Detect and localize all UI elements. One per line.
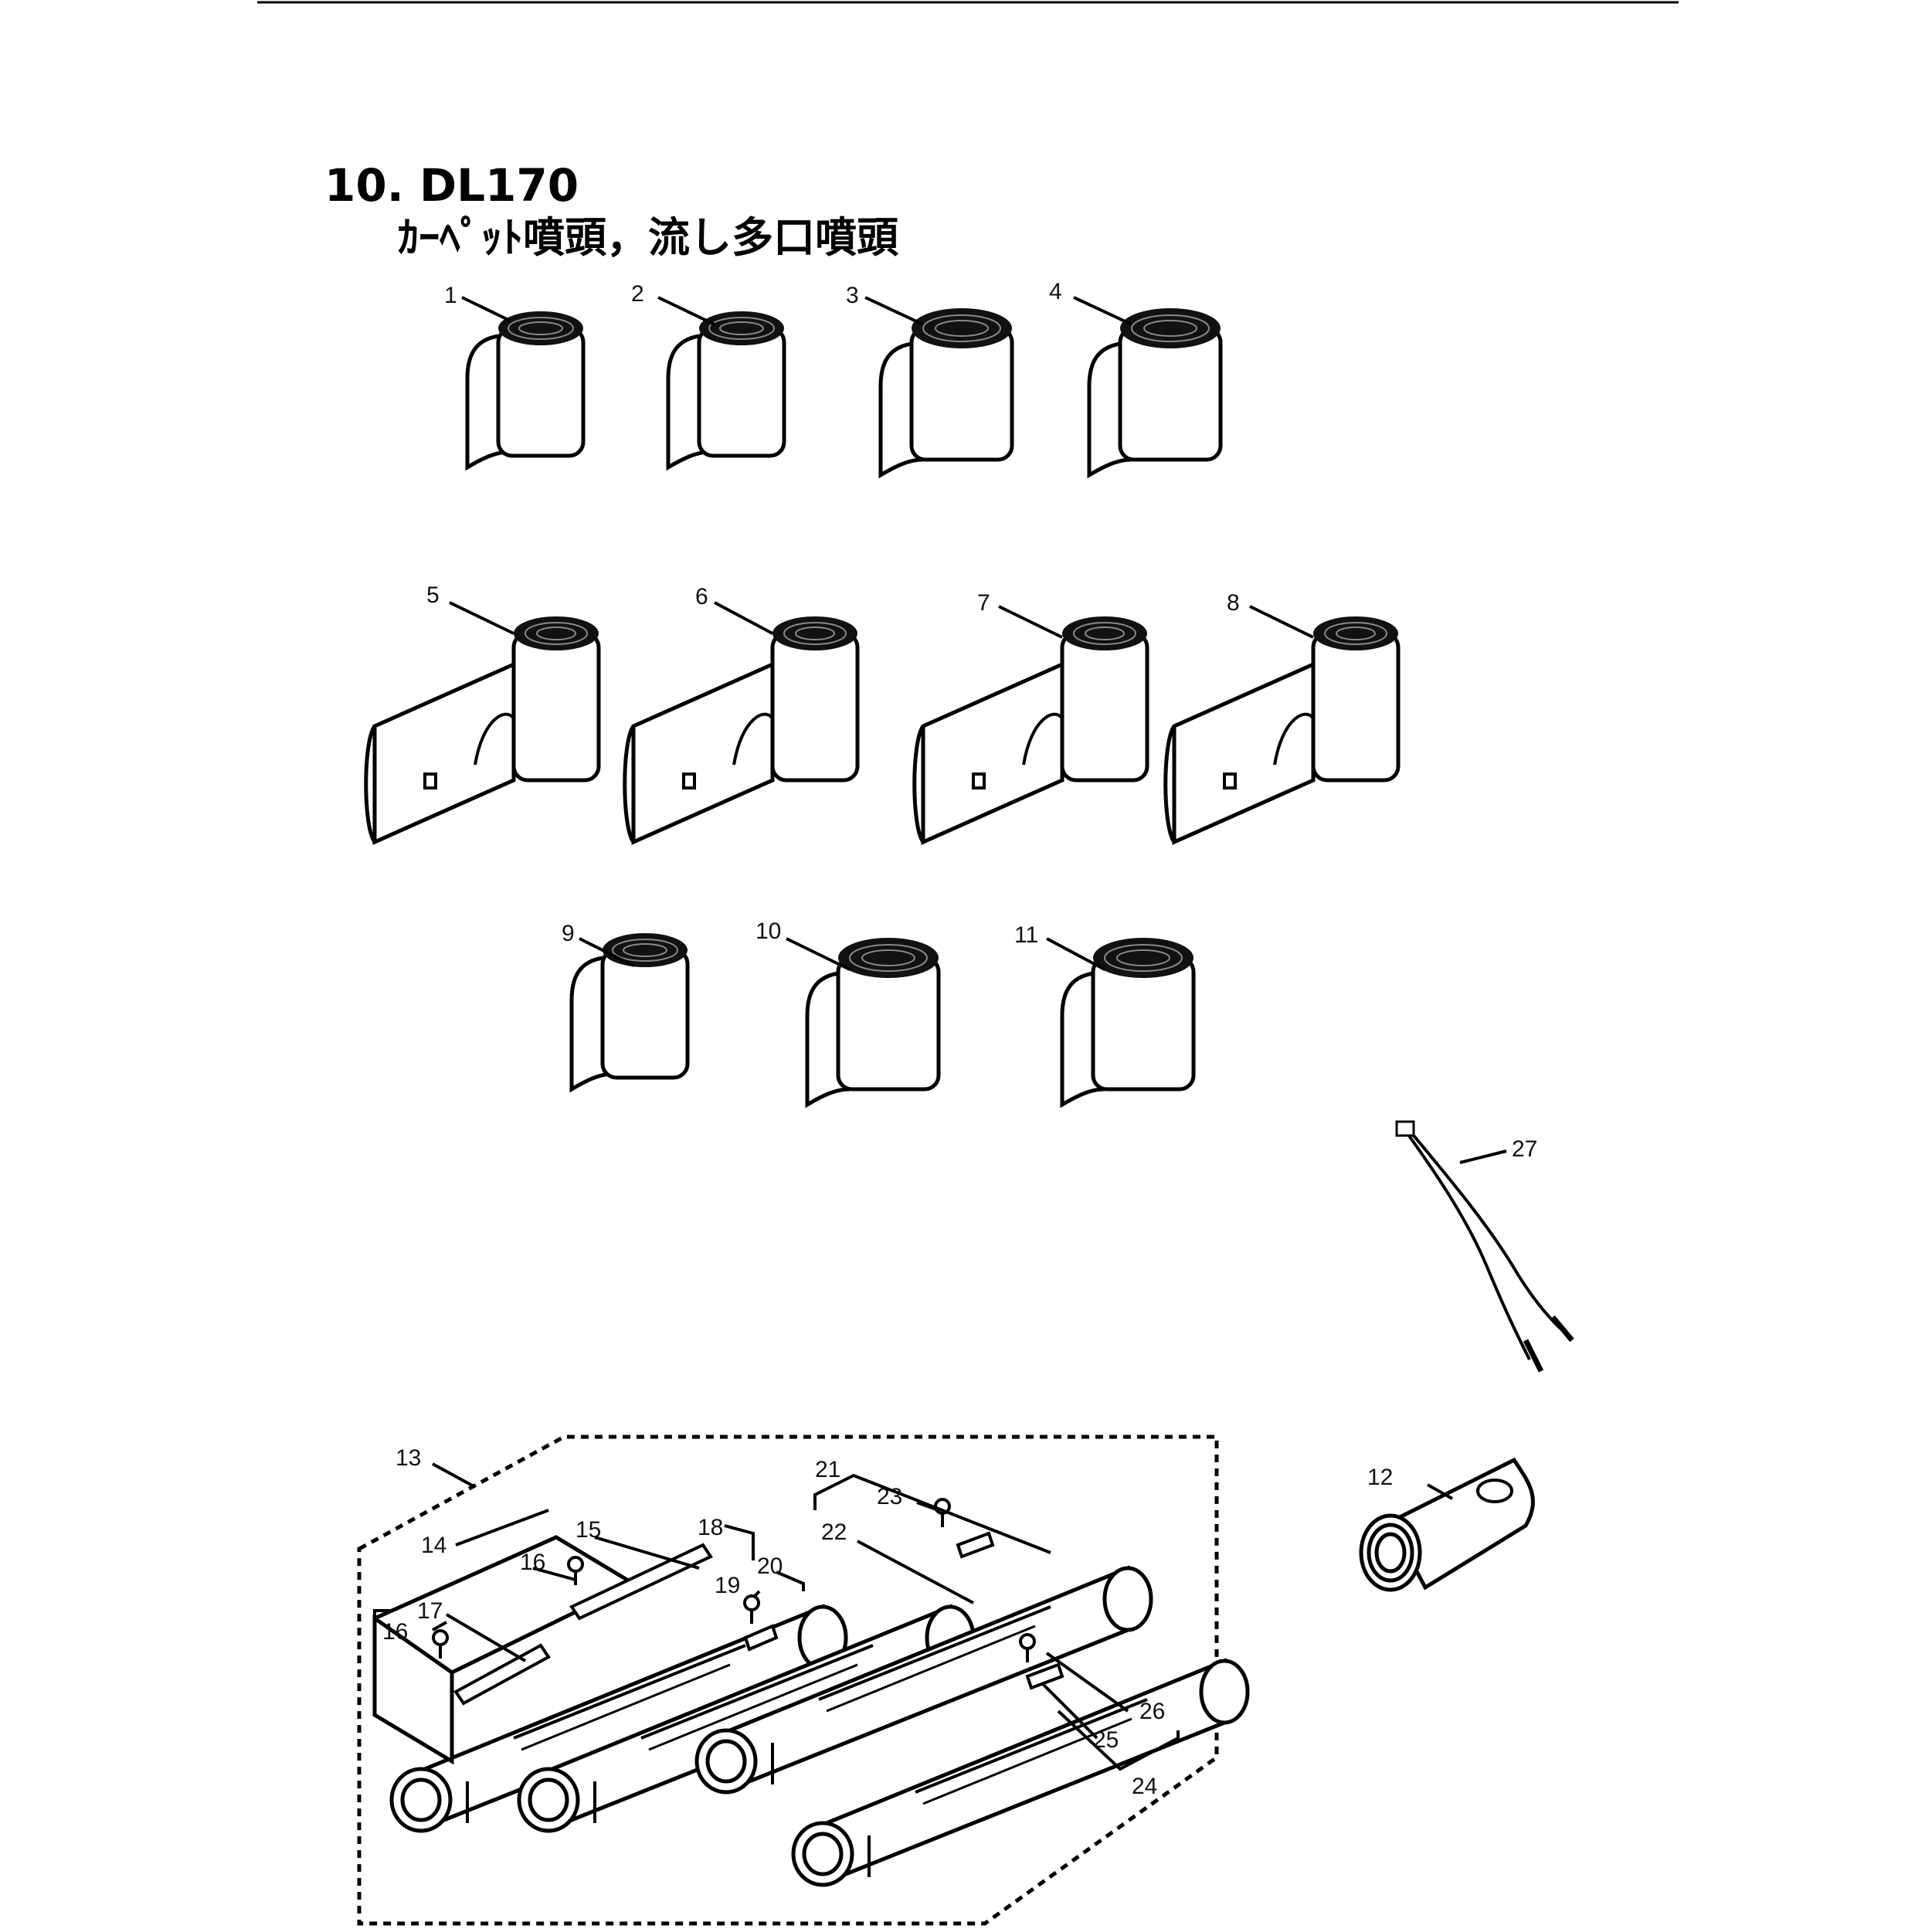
screw-26: [1019, 1633, 1036, 1662]
callout-10: 10: [755, 918, 781, 944]
callout-21: 21: [815, 1457, 840, 1482]
part-12-cap: [1359, 1457, 1535, 1592]
kit-13-boundary: [357, 1435, 1219, 1926]
callout-27: 27: [1512, 1136, 1537, 1162]
callout-11: 11: [1014, 922, 1038, 948]
part-4-roll: [1089, 308, 1221, 475]
callout-14: 14: [421, 1533, 446, 1558]
callout-26: 26: [1139, 1699, 1165, 1724]
part-11-roll: [1062, 938, 1193, 1105]
callout-8: 8: [1227, 590, 1240, 616]
callout-18: 18: [698, 1515, 723, 1540]
section-title: 10. DL170: [324, 159, 579, 212]
callout-2: 2: [631, 281, 644, 307]
callout-7: 7: [977, 590, 990, 616]
callout-9: 9: [562, 921, 575, 946]
part-5-sheet: [366, 616, 599, 842]
part-7-sheet: [915, 616, 1147, 842]
callout-1: 1: [444, 283, 457, 308]
callout-25: 25: [1093, 1727, 1119, 1753]
callout-13: 13: [396, 1445, 421, 1471]
part-27-wire: [1395, 1120, 1574, 1373]
callout-20: 20: [757, 1553, 783, 1579]
callout-5: 5: [426, 582, 440, 608]
part-6-sheet: [625, 616, 857, 842]
callout-3: 3: [846, 283, 859, 308]
callout-12: 12: [1367, 1465, 1393, 1490]
screw-19: [743, 1594, 760, 1624]
part-1-roll: [467, 311, 583, 467]
callout-19: 19: [715, 1573, 740, 1598]
part-9-roll: [572, 933, 688, 1089]
callout-4: 4: [1049, 279, 1062, 304]
part-2-roll: [668, 311, 784, 467]
screw-16b: [432, 1629, 449, 1659]
part-10-roll: [807, 938, 939, 1105]
part-8-sheet: [1166, 616, 1398, 842]
screw-16a: [567, 1556, 584, 1585]
callout-22: 22: [821, 1519, 847, 1545]
callout-16a: 16: [520, 1550, 545, 1575]
callout-17: 17: [417, 1598, 443, 1624]
callout-16b: 16: [382, 1619, 408, 1645]
section-heading: 10. DL170 ｶｰﾍﾟｯﾄ噴頭，流し多口噴頭: [324, 158, 898, 263]
callout-6: 6: [695, 584, 708, 609]
part-3-roll: [881, 308, 1012, 475]
section-subtitle: ｶｰﾍﾟｯﾄ噴頭，流し多口噴頭: [398, 213, 898, 262]
callout-15: 15: [576, 1517, 601, 1543]
callout-23: 23: [877, 1484, 902, 1509]
callout-24: 24: [1132, 1774, 1157, 1799]
